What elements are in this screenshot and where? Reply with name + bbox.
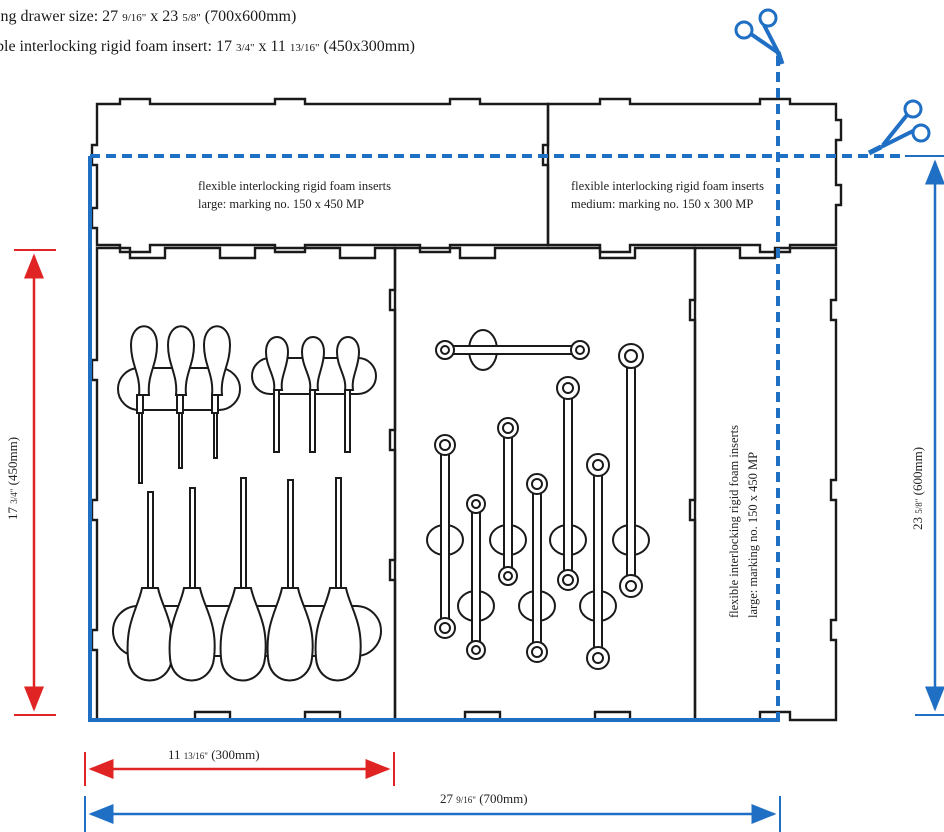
foam-panel-bottom-right bbox=[693, 246, 838, 722]
dimension-left-label: 17 3/4" (450mm) bbox=[5, 437, 20, 520]
drawer-size-line: ing drawer size: 27 9/16" x 23 5/8" (700… bbox=[0, 8, 297, 25]
drawer-outline bbox=[88, 156, 780, 722]
dimension-right-label: 23 5/8" (600mm) bbox=[910, 447, 925, 530]
panel-label-right-large: flexible interlocking rigid foam inserts bbox=[727, 425, 741, 618]
foam-panel-bottom-left bbox=[90, 246, 397, 722]
panel-label-right-large-marking: large: marking no. 150 x 450 MP bbox=[746, 452, 760, 618]
dimension-bottom-long: 27 9/16" (700mm) bbox=[84, 791, 781, 832]
panel-label-top-large: flexible interlocking rigid foam inserts bbox=[198, 179, 391, 193]
wrench-set bbox=[426, 329, 650, 670]
foam-panel-top-medium bbox=[546, 97, 843, 254]
panel-label-top-medium-marking: medium: marking no. 150 x 300 MP bbox=[571, 197, 753, 211]
foam-panel-top-large bbox=[90, 97, 550, 254]
dimension-bottom-short-label: 11 13/16" (300mm) bbox=[168, 747, 260, 762]
dimension-bottom-short: 11 13/16" (300mm) bbox=[84, 747, 395, 786]
dimension-left: 17 3/4" (450mm) bbox=[5, 249, 56, 716]
scissors-icon bbox=[867, 99, 931, 156]
dimension-bottom-long-label: 27 9/16" (700mm) bbox=[440, 791, 528, 806]
screwdriver-set bbox=[112, 325, 382, 682]
insert-size-line: ble interlocking rigid foam insert: 17 3… bbox=[0, 38, 415, 55]
scissors-icon bbox=[734, 8, 785, 65]
panel-label-top-large-marking: large: marking no. 150 x 450 MP bbox=[198, 197, 364, 211]
panel-label-top-medium: flexible interlocking rigid foam inserts bbox=[571, 179, 764, 193]
dimension-right: 23 5/8" (600mm) bbox=[905, 155, 944, 716]
